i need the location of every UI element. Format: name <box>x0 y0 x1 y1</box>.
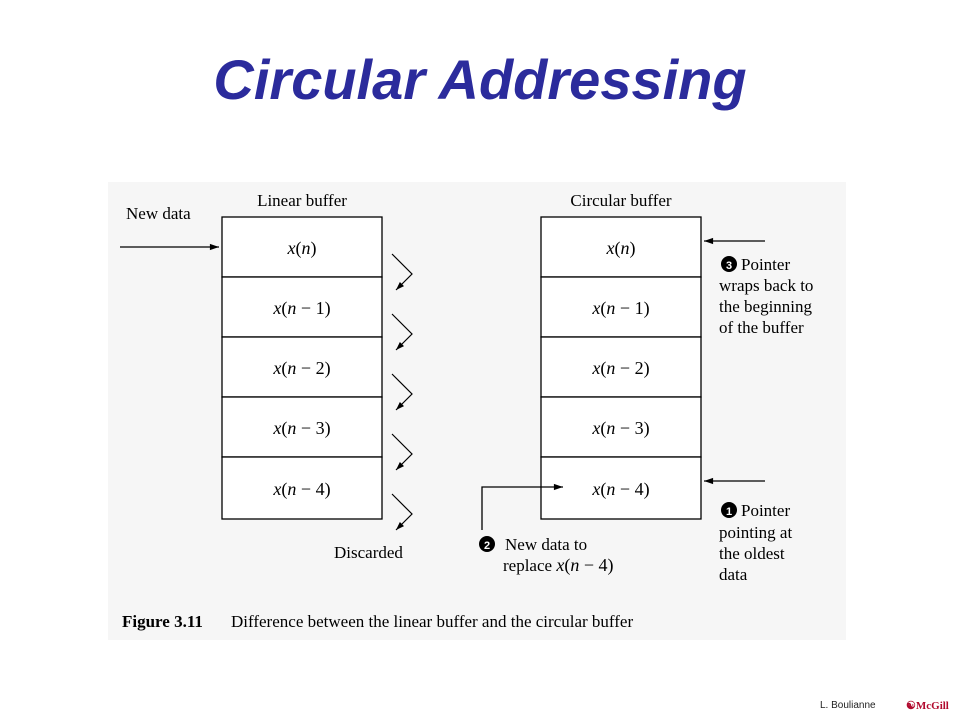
circular-buffer-cell <box>540 336 702 398</box>
circular-cell-label: x(n − 2) <box>591 358 649 379</box>
callout-1-number: 1 <box>726 506 732 518</box>
callout-3-text: wraps back to <box>719 276 813 295</box>
linear-cell-label: x(n − 1) <box>272 298 330 319</box>
mcgill-logo: ☯McGill <box>906 700 949 712</box>
mcgill-logo-text: McGill <box>915 700 949 712</box>
callout-1-text: the oldest <box>719 544 785 563</box>
linear-cell-label: x(n − 4) <box>272 479 330 500</box>
circular-buffer <box>540 216 702 520</box>
callout-2-number: 2 <box>484 540 490 552</box>
linear-cell-label: x(n − 2) <box>272 358 330 379</box>
linear-cell-label: x(n) <box>287 238 317 259</box>
circular-buffer-cell <box>540 456 702 520</box>
shift-arrows <box>391 253 413 531</box>
circular-buffer-label: Circular buffer <box>570 191 672 210</box>
shift-arrow <box>391 253 413 291</box>
linear-buffer-cell <box>221 396 383 458</box>
circular-cell-label: x(n − 3) <box>591 418 649 439</box>
figure-caption-text: Difference between the linear buffer and… <box>231 612 633 631</box>
circular-buffer-cell <box>540 216 702 278</box>
linear-buffer-cell <box>221 336 383 398</box>
linear-buffer-cell <box>221 276 383 338</box>
slide-title: Circular Addressing <box>213 48 747 111</box>
callout-1-text: pointing at <box>719 523 792 542</box>
linear-buffer <box>221 216 383 520</box>
shift-arrow <box>391 313 413 351</box>
callout-2-text: replace x(n − 4) <box>503 555 613 576</box>
callout-3-text: of the buffer <box>719 318 804 337</box>
discarded-label: Discarded <box>334 543 403 562</box>
shift-arrow <box>391 433 413 471</box>
circular-buffer-cell <box>540 276 702 338</box>
callout-2-badge <box>479 536 495 552</box>
callout-1-badge <box>721 502 737 518</box>
callout-3-number: 3 <box>726 260 732 272</box>
circular-cell-label: x(n − 1) <box>591 298 649 319</box>
linear-buffer-label: Linear buffer <box>257 191 347 210</box>
callout-1-text: Pointer <box>741 501 790 520</box>
callout-3-text: the beginning <box>719 297 813 316</box>
linear-buffer-cell <box>221 456 383 520</box>
footer-author: L. Boulianne <box>820 700 876 711</box>
circular-cell-label: x(n) <box>606 238 636 259</box>
linear-cell-label: x(n − 3) <box>272 418 330 439</box>
callout-3-badge <box>721 256 737 272</box>
new-data-label: New data <box>126 204 191 223</box>
callout-2-text: New data to <box>505 535 587 554</box>
shift-arrow <box>391 373 413 411</box>
circular-cell-label: x(n − 4) <box>591 479 649 500</box>
callout-3-text: Pointer <box>741 255 790 274</box>
shift-arrow <box>391 493 413 531</box>
new-data-replace-arrow <box>481 483 563 530</box>
figure-caption-label: Figure 3.11 <box>122 612 203 631</box>
callout-1-text: data <box>719 565 748 584</box>
